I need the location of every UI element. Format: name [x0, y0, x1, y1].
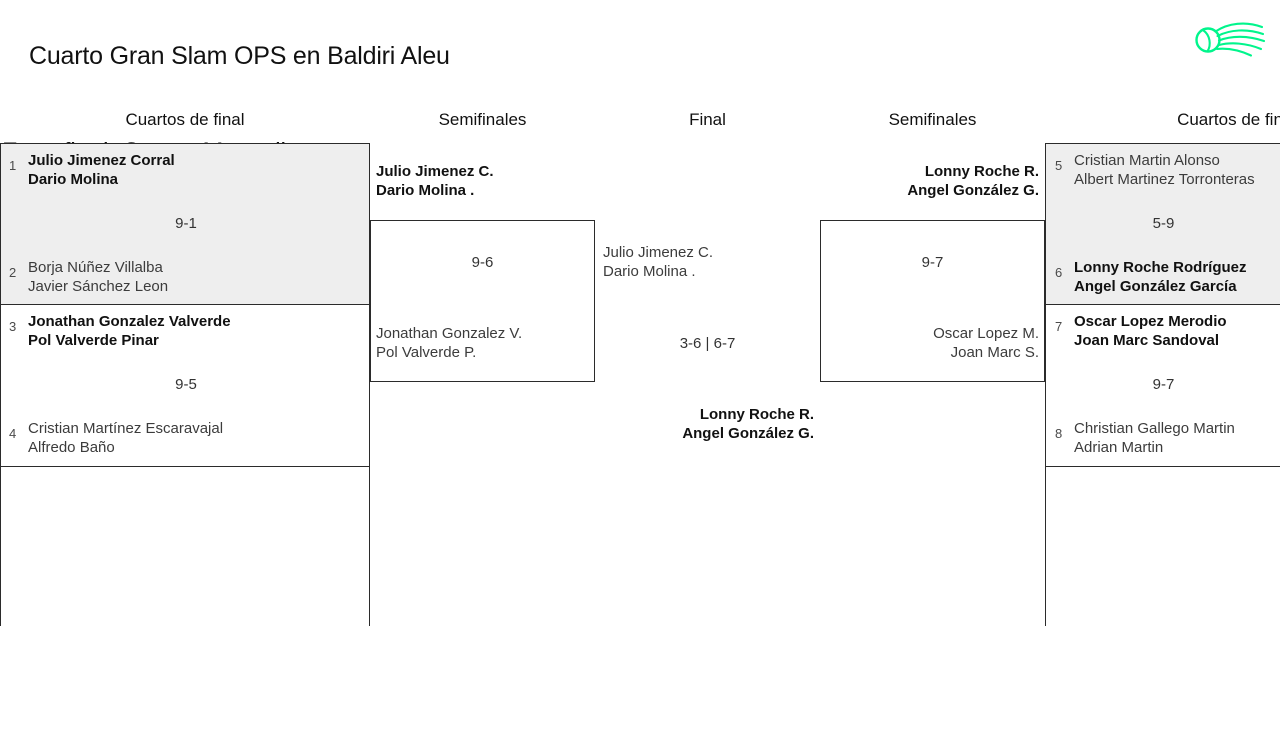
- padel-ball-swoosh-icon: [1190, 14, 1270, 62]
- team-entry[interactable]: Oscar Lopez M. Joan Marc S.: [820, 324, 1039, 362]
- match-half-top: [1046, 305, 1280, 466]
- match-half-top: [1046, 144, 1280, 305]
- match-half-bottom: [1046, 466, 1280, 627]
- team-entry[interactable]: Julio Jimenez C. Dario Molina .: [376, 162, 494, 200]
- match-quarterfinal-right-2[interactable]: 7 Oscar Lopez Merodio Joan Marc Sandoval…: [1045, 304, 1280, 627]
- seed-number: 7: [1055, 319, 1063, 334]
- match-score: 9-6: [471, 254, 494, 271]
- player-name: Julio Jimenez C.: [376, 163, 494, 180]
- player-name: Joan Marc S.: [950, 344, 1039, 361]
- player-name: Angel González G.: [682, 425, 814, 442]
- match-half-top: [1, 144, 369, 305]
- page-header: Cuarto Gran Slam OPS en Baldiri Aleu Fas…: [0, 0, 1280, 166]
- team-entry[interactable]: Lonny Roche Rodríguez Angel González Gar…: [1074, 258, 1247, 296]
- match-semifinal-right[interactable]: [820, 220, 1045, 382]
- seed-number: 4: [9, 426, 17, 441]
- player-name: Pol Valverde P.: [376, 344, 477, 361]
- player-name: Lonny Roche R.: [699, 406, 814, 423]
- match-half-bottom: [1, 466, 369, 627]
- seed-number: 5: [1055, 158, 1063, 173]
- team-entry[interactable]: Borja Núñez Villalba Javier Sánchez Leon: [28, 258, 168, 296]
- team-entry[interactable]: Jonathan Gonzalez V. Pol Valverde P.: [376, 324, 522, 362]
- seed-number: 2: [9, 265, 17, 280]
- round-header-semifinals-right: Semifinales: [888, 110, 977, 129]
- player-name: Oscar Lopez M.: [933, 325, 1039, 342]
- player-name: Oscar Lopez Merodio: [1074, 313, 1227, 330]
- seed-number: 6: [1055, 265, 1063, 280]
- match-half-top: [1, 305, 369, 466]
- team-entry[interactable]: Oscar Lopez Merodio Joan Marc Sandoval: [1074, 312, 1227, 350]
- round-header-quarterfinals-right: Cuartos de fin: [1177, 110, 1280, 129]
- player-name: Dario Molina .: [603, 263, 696, 280]
- match-quarterfinal-left-2[interactable]: 3 Jonathan Gonzalez Valverde Pol Valverd…: [0, 304, 370, 627]
- player-name: Pol Valverde Pinar: [28, 332, 159, 349]
- player-name: Alfredo Baño: [28, 439, 115, 456]
- match-score: 9-7: [1152, 376, 1175, 393]
- player-name: Angel González García: [1074, 278, 1237, 295]
- seed-number: 8: [1055, 426, 1063, 441]
- team-entry[interactable]: Jonathan Gonzalez Valverde Pol Valverde …: [28, 312, 231, 350]
- player-name: Lonny Roche Rodríguez: [1074, 259, 1247, 276]
- round-header-final: Final: [689, 110, 726, 129]
- player-name: Christian Gallego Martin: [1074, 420, 1235, 437]
- match-score: 9-5: [175, 376, 197, 393]
- seed-number: 1: [9, 158, 17, 173]
- player-name: Albert Martinez Torronteras: [1074, 171, 1255, 188]
- player-name: Angel González G.: [907, 182, 1039, 199]
- player-name: Cristian Martin Alonso: [1074, 152, 1220, 169]
- player-name: Joan Marc Sandoval: [1074, 332, 1220, 349]
- title-line-1: Cuarto Gran Slam OPS en Baldiri Aleu: [28, 42, 450, 70]
- team-entry[interactable]: Lonny Roche R. Angel González G.: [820, 162, 1039, 200]
- player-name: Lonny Roche R.: [924, 163, 1039, 180]
- match-score: 5-9: [1152, 215, 1175, 232]
- team-entry-final-winner[interactable]: Lonny Roche R. Angel González G.: [595, 405, 814, 443]
- round-header-quarterfinals-left: Cuartos de final: [125, 110, 245, 129]
- match-score: 9-7: [921, 254, 944, 271]
- player-name: Julio Jimenez Corral: [28, 152, 175, 169]
- team-entry-final-left[interactable]: Julio Jimenez C. Dario Molina .: [603, 243, 713, 281]
- player-name: Borja Núñez Villalba: [28, 259, 163, 276]
- team-entry[interactable]: Julio Jimenez Corral Dario Molina: [28, 151, 175, 189]
- team-entry[interactable]: Cristian Martínez Escaravajal Alfredo Ba…: [28, 419, 223, 457]
- player-name: Dario Molina: [28, 171, 119, 188]
- player-name: Javier Sánchez Leon: [28, 278, 169, 295]
- player-name: Jonathan Gonzalez V.: [376, 325, 523, 342]
- player-name: Adrian Martin: [1074, 439, 1164, 456]
- match-score: 9-1: [175, 215, 197, 232]
- player-name: Julio Jimenez C.: [603, 244, 714, 261]
- round-header-semifinals-left: Semifinales: [438, 110, 527, 129]
- team-entry[interactable]: Cristian Martin Alonso Albert Martinez T…: [1074, 151, 1255, 189]
- player-name: Dario Molina .: [376, 182, 475, 199]
- player-name: Jonathan Gonzalez Valverde: [28, 313, 231, 330]
- match-semifinal-left[interactable]: [370, 220, 595, 382]
- seed-number: 3: [9, 319, 17, 334]
- match-score-final: 3-6 | 6-7: [679, 335, 736, 352]
- player-name: Cristian Martínez Escaravajal: [28, 420, 224, 437]
- team-entry[interactable]: Christian Gallego Martin Adrian Martin: [1074, 419, 1235, 457]
